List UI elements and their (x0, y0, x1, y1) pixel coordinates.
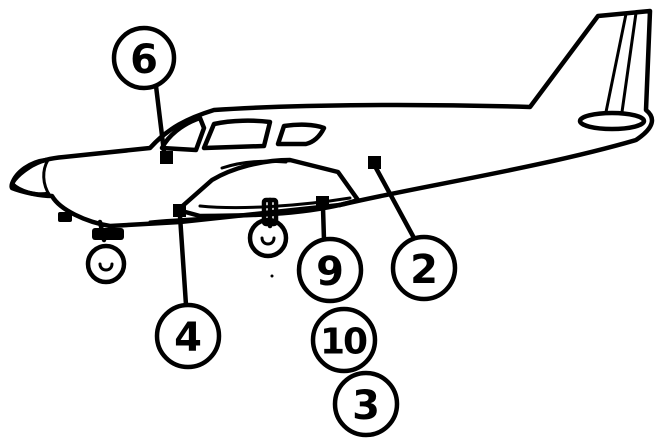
callout-label: 6 (130, 37, 158, 83)
callout-label: 4 (174, 315, 202, 361)
callout-4: 4 (154, 302, 222, 370)
leader-lines (153, 83, 417, 308)
inspection-markers (160, 151, 381, 217)
callout-2: 2 (390, 234, 458, 302)
marker-point-6 (160, 151, 173, 164)
tail-fin-rib-2 (620, 11, 638, 114)
main-wheel-hub (260, 236, 276, 246)
leader-4 (177, 213, 189, 308)
tail-fin-rib (604, 12, 628, 114)
callout-label: 10 (320, 322, 367, 363)
cowling-line (42, 158, 52, 198)
nose-exhaust (58, 212, 72, 222)
callout-label: 9 (316, 249, 344, 295)
nose-wheel (85, 243, 127, 285)
main-gear-leg (261, 197, 279, 227)
callout-10: 10 (310, 306, 378, 374)
marker-point-4 (173, 204, 186, 217)
wing-root-fairing (220, 159, 288, 170)
fuselage-top-outline (25, 8, 655, 208)
callout-6: 6 (111, 25, 177, 91)
leader-6 (153, 83, 167, 155)
cabin-window-2 (275, 122, 327, 147)
leader-9 (320, 205, 327, 243)
callout-label: 3 (352, 383, 380, 429)
leader-2 (373, 165, 417, 241)
windshield (159, 115, 207, 153)
callout-9: 9 (296, 236, 364, 304)
cabin-window-1 (201, 118, 273, 151)
propeller-spinner (9, 157, 51, 197)
airplane (9, 8, 655, 285)
callout-3: 3 (332, 370, 400, 438)
belly-line (148, 212, 264, 224)
nose-wheel-hub (98, 262, 114, 272)
marker-point-9 (316, 196, 329, 209)
callout-label: 2 (410, 247, 438, 293)
main-wheel (247, 217, 289, 259)
marker-point-2 (368, 156, 381, 169)
nose-gear-fork (92, 228, 124, 240)
speck-dot (270, 274, 274, 278)
horizontal-stabilizer (577, 110, 647, 132)
